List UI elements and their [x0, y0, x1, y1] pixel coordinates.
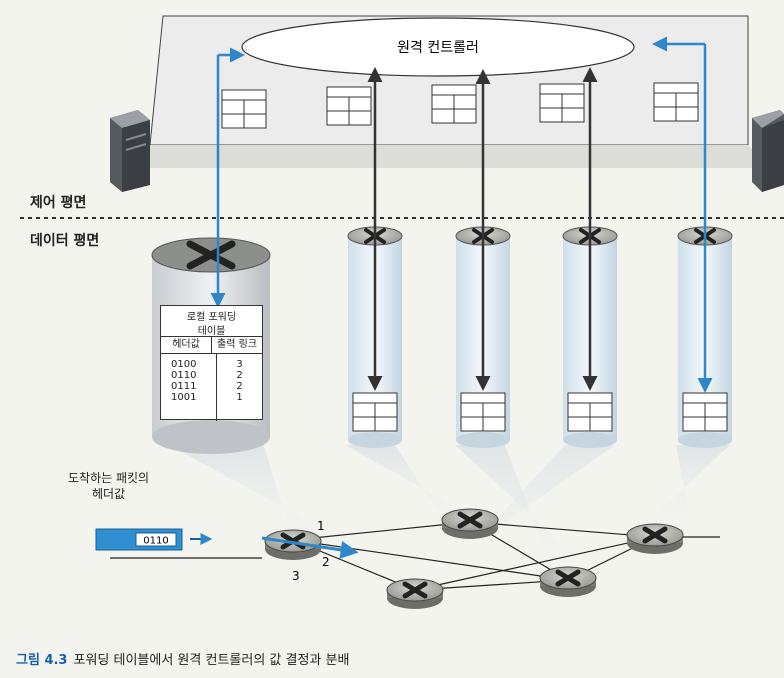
figure-caption-text: 포워딩 테이블에서 원격 컨트롤러의 값 결정과 분배	[73, 653, 350, 668]
packet-header-value: 0110	[143, 536, 168, 547]
router-tubes	[347, 226, 733, 448]
link-label-1: 1	[317, 519, 325, 533]
router-icon	[539, 566, 597, 597]
local-forwarding-table: 로컬 포워딩 테이블 헤더값 출력 링크 0100 0110 0111 1001…	[160, 305, 263, 421]
table-row-header: 0111	[171, 381, 197, 392]
beam-router-2	[345, 445, 470, 515]
table-title-line1: 로컬 포워딩	[186, 312, 237, 323]
output-links-column: 3 2 2 1	[217, 354, 262, 421]
router-icon	[441, 508, 499, 539]
figure-number: 그림 4.3	[16, 653, 68, 668]
packet-caption-line1: 도착하는 패킷의	[68, 471, 150, 485]
packet-caption-line2: 헤더값	[91, 487, 126, 501]
figure-caption: 그림 4.3 포워딩 테이블에서 원격 컨트롤러의 값 결정과 분배	[16, 649, 349, 668]
table-row-header: 1001	[171, 392, 197, 403]
router-flow-table	[460, 392, 506, 432]
router-flow-table	[352, 392, 398, 432]
packet-header-field	[135, 532, 177, 547]
network-links	[110, 521, 720, 591]
table-row-output: 2	[236, 381, 243, 392]
link-label-2: 2	[322, 555, 330, 569]
forward-arrow	[261, 536, 359, 559]
packet-caption: 도착하는 패킷의 헤더값	[68, 470, 149, 502]
controller-tables	[221, 82, 699, 129]
data-plane-label: 데이터 평면	[30, 233, 100, 249]
table-body: 0100 0110 0111 1001 3 2 2 1	[161, 354, 262, 421]
router-icon	[386, 578, 444, 609]
control-plane-shadow	[125, 145, 770, 168]
table-row-header: 0110	[171, 370, 197, 381]
table-header-row: 헤더값 출력 링크	[161, 337, 262, 354]
beam-router-5	[650, 445, 730, 520]
router-flow-table	[567, 392, 613, 432]
controller-table	[539, 83, 585, 123]
router-flow-table	[682, 392, 728, 432]
col-output-label: 출력 링크	[217, 339, 257, 350]
controller-table	[653, 82, 699, 122]
table-row-header: 0100	[171, 359, 197, 370]
table-title: 로컬 포워딩 테이블	[161, 306, 262, 337]
beam-router-4	[430, 445, 615, 580]
controller-label: 원격 컨트롤러	[397, 40, 479, 56]
table-row-output: 1	[236, 392, 243, 403]
beam-router-main	[160, 440, 325, 530]
router-icon	[626, 523, 684, 554]
table-row-output: 2	[236, 370, 243, 381]
controller-table	[326, 86, 372, 126]
controller-table	[221, 89, 267, 129]
table-row-output: 3	[236, 359, 243, 370]
header-values-column: 0100 0110 0111 1001	[161, 354, 217, 421]
server-icon-left	[110, 110, 150, 192]
server-icon-right	[752, 110, 784, 192]
col-header-label: 헤더값	[161, 337, 212, 353]
controller-table	[431, 84, 477, 124]
arriving-packet: 0110	[95, 528, 213, 551]
remote-controller	[241, 17, 635, 77]
link-label-3: 3	[292, 569, 300, 583]
table-title-line2: 테이블	[197, 326, 226, 337]
control-plane-label: 제어 평면	[30, 195, 87, 211]
